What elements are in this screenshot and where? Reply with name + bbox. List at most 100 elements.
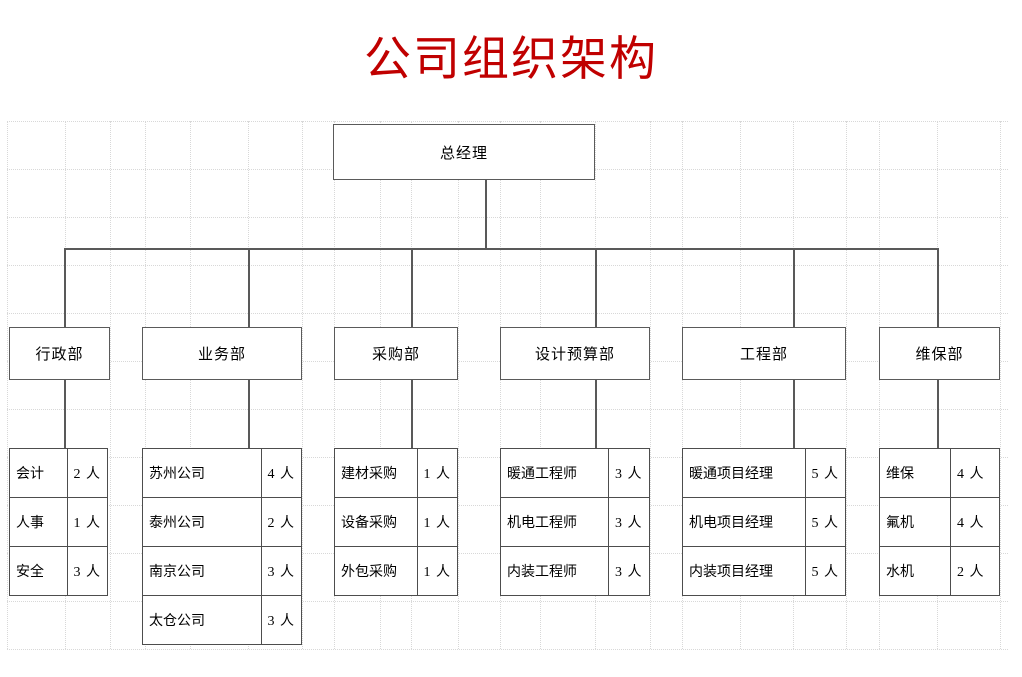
cell-role: 人事: [9, 497, 68, 547]
connector-drop-dept-4: [595, 248, 597, 327]
cell-role: 氟机: [879, 497, 951, 547]
cell-count: 3 人: [608, 448, 650, 498]
node-department-4[interactable]: 设计预算部: [500, 327, 650, 380]
cell-count: 1 人: [416, 546, 458, 596]
grid-line-horizontal: [7, 265, 1008, 267]
cell-role: 暖通项目经理: [682, 448, 806, 498]
node-department-label: 采购部: [371, 347, 420, 363]
node-root-label: 总经理: [439, 145, 488, 162]
cell-role: 太仓公司: [142, 595, 262, 645]
cell-count: 5 人: [804, 497, 846, 547]
grid-line-horizontal: [7, 217, 1008, 219]
cell-count: 3 人: [608, 497, 650, 547]
node-department-1[interactable]: 行政部: [9, 327, 110, 380]
grid-line-vertical: [110, 121, 112, 649]
connector-root-stem: [485, 180, 487, 248]
cell-role: 建材采购: [334, 448, 418, 498]
node-department-label: 业务部: [197, 347, 246, 363]
connector-dept-to-table-2: [248, 380, 250, 448]
connector-dept-to-table-3: [411, 380, 413, 448]
cell-count: 5 人: [804, 448, 846, 498]
connector-drop-dept-1: [64, 248, 66, 327]
cell-count: 5 人: [804, 546, 846, 596]
connector-drop-dept-6: [937, 248, 939, 327]
node-department-label: 维保部: [915, 347, 964, 363]
cell-role: 内装工程师: [500, 546, 609, 596]
connector-dept-to-table-1: [64, 380, 66, 448]
node-root[interactable]: 总经理: [333, 124, 595, 180]
node-department-label: 工程部: [739, 347, 788, 363]
node-department-6[interactable]: 维保部: [879, 327, 1000, 380]
cell-role: 设备采购: [334, 497, 418, 547]
grid-line-vertical: [302, 121, 304, 649]
cell-count: 1 人: [416, 448, 458, 498]
connector-drop-dept-3: [411, 248, 413, 327]
connector-dept-to-table-6: [937, 380, 939, 448]
cell-count: 3 人: [608, 546, 650, 596]
cell-role: 泰州公司: [142, 497, 262, 547]
cell-role: 机电项目经理: [682, 497, 806, 547]
connector-bus: [64, 248, 937, 250]
grid-line-horizontal: [7, 121, 1008, 123]
grid-line-vertical: [458, 121, 460, 649]
cell-count: 3 人: [66, 546, 108, 596]
node-department-5[interactable]: 工程部: [682, 327, 846, 380]
connector-drop-dept-5: [793, 248, 795, 327]
cell-count: 3 人: [260, 546, 302, 596]
connector-drop-dept-2: [248, 248, 250, 327]
cell-role: 安全: [9, 546, 68, 596]
cell-count: 3 人: [260, 595, 302, 645]
cell-count: 4 人: [260, 448, 302, 498]
node-department-3[interactable]: 采购部: [334, 327, 458, 380]
cell-role: 水机: [879, 546, 951, 596]
cell-count: 4 人: [950, 497, 1000, 547]
connector-dept-to-table-5: [793, 380, 795, 448]
grid-line-horizontal: [7, 649, 1008, 651]
cell-role: 机电工程师: [500, 497, 609, 547]
cell-role: 南京公司: [142, 546, 262, 596]
connector-dept-to-table-4: [595, 380, 597, 448]
cell-role: 暖通工程师: [500, 448, 609, 498]
grid-line-vertical: [650, 121, 652, 649]
node-department-2[interactable]: 业务部: [142, 327, 302, 380]
grid-line-vertical: [1000, 121, 1002, 649]
cell-count: 4 人: [950, 448, 1000, 498]
cell-count: 2 人: [66, 448, 108, 498]
grid-line-horizontal: [7, 409, 1008, 411]
cell-count: 2 人: [260, 497, 302, 547]
cell-role: 维保: [879, 448, 951, 498]
cell-count: 2 人: [950, 546, 1000, 596]
cell-role: 苏州公司: [142, 448, 262, 498]
cell-role: 会计: [9, 448, 68, 498]
page-title: 公司组织架构: [364, 32, 658, 85]
grid-line-vertical: [846, 121, 848, 649]
cell-role: 外包采购: [334, 546, 418, 596]
cell-role: 内装项目经理: [682, 546, 806, 596]
node-department-label: 设计预算部: [534, 347, 615, 363]
